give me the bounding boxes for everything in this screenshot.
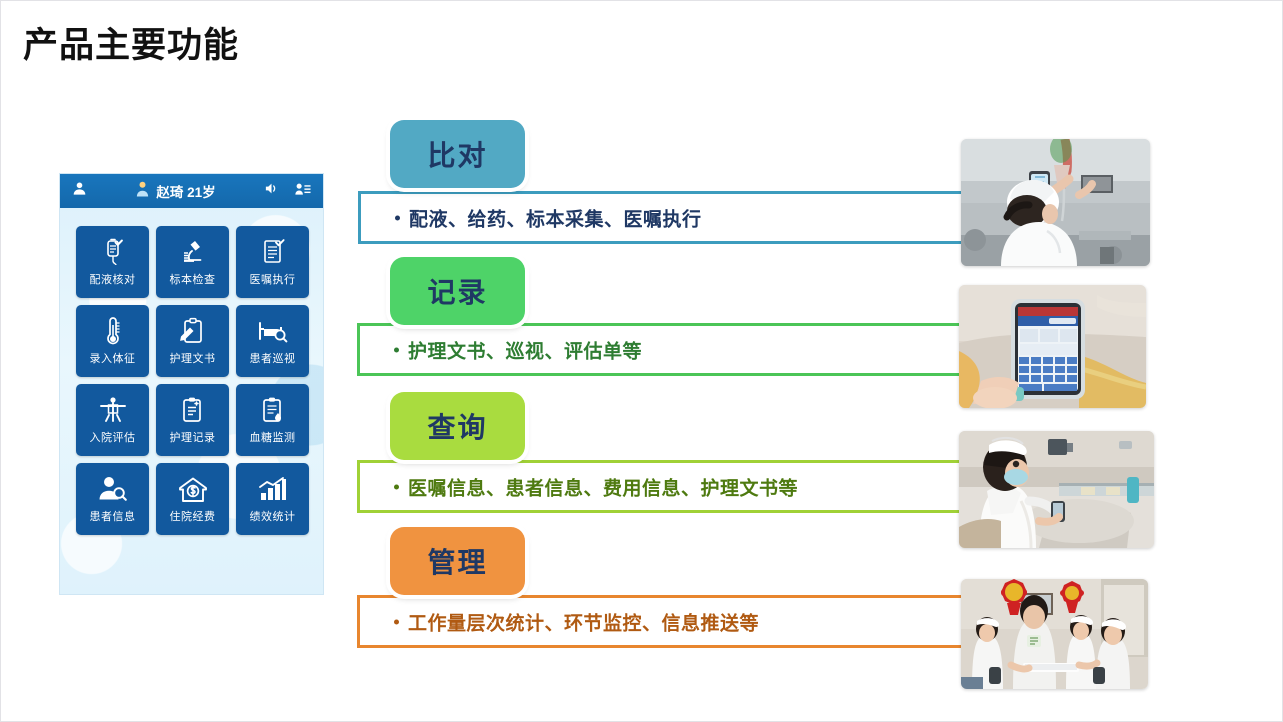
feature-badge-guanli[interactable]: 管理 bbox=[390, 527, 525, 595]
app-tile-label: 录入体征 bbox=[89, 353, 136, 365]
app-tile-yizhuzhixing[interactable]: 医嘱执行 bbox=[236, 226, 309, 298]
feature-text-guanli: 工作量层次统计、环节监控、信息推送等 bbox=[408, 613, 760, 634]
app-tile-label: 标本检查 bbox=[169, 274, 216, 286]
app-tile-label: 绩效统计 bbox=[249, 511, 296, 523]
person-icon[interactable] bbox=[72, 181, 87, 201]
clipboard-drop-icon bbox=[262, 397, 281, 422]
patient-name-age: 赵琦 21岁 bbox=[156, 185, 216, 200]
feature-badge-label: 比对 bbox=[427, 140, 488, 171]
app-tile-zhuyuanjingfei[interactable]: 住院经费 bbox=[156, 463, 229, 535]
app-tile-label: 医嘱执行 bbox=[249, 274, 296, 286]
thermometer-icon bbox=[103, 316, 123, 346]
app-tile-xuetangjiance[interactable]: 血糖监测 bbox=[236, 384, 309, 456]
nurse-scanning-iv-bag-photo bbox=[961, 139, 1150, 266]
feature-badge-label: 管理 bbox=[427, 547, 488, 578]
app-tile-label: 护理记录 bbox=[169, 432, 216, 444]
bullet-icon bbox=[394, 484, 399, 489]
microscope-icon bbox=[179, 237, 207, 267]
app-icon-grid: 配液核对 标本检查 医嘱执行 录入体征 bbox=[76, 226, 309, 535]
phone-header-bar: 赵琦 21岁 bbox=[60, 174, 323, 208]
iv-bag-check-icon bbox=[100, 237, 126, 267]
patient-body-icon bbox=[98, 395, 128, 425]
medical-staff-group-photo bbox=[961, 579, 1148, 689]
handheld-tablet-photo bbox=[959, 285, 1146, 408]
person-search-icon bbox=[98, 474, 128, 504]
feature-bar-bidui: 配液、给药、标本采集、医嘱执行 bbox=[358, 191, 966, 244]
app-tile-label: 患者信息 bbox=[89, 511, 136, 523]
feature-badge-label: 记录 bbox=[427, 277, 488, 308]
document-check-icon bbox=[260, 237, 286, 267]
clipboard-pen-icon bbox=[179, 316, 206, 346]
app-tile-ruyuanpinggu[interactable]: 入院评估 bbox=[76, 384, 149, 456]
feature-bar-chaxun: 医嘱信息、患者信息、费用信息、护理文书等 bbox=[357, 460, 961, 513]
app-tile-hulliwenshu[interactable]: 护理文书 bbox=[156, 305, 229, 377]
app-tile-luruticheng[interactable]: 录入体征 bbox=[76, 305, 149, 377]
speaker-icon[interactable] bbox=[264, 181, 279, 201]
app-tile-label: 护理文书 bbox=[169, 353, 216, 365]
app-tile-label: 血糖监测 bbox=[249, 432, 296, 444]
feature-badge-label: 查询 bbox=[427, 412, 488, 443]
app-tile-peiyehedui[interactable]: 配液核对 bbox=[76, 226, 149, 298]
patient-list-icon[interactable] bbox=[295, 182, 311, 201]
home-money-icon bbox=[178, 474, 208, 504]
feature-badge-chaxun[interactable]: 查询 bbox=[390, 392, 525, 460]
patient-avatar-icon bbox=[135, 181, 150, 202]
feature-text-bidui: 配液、给药、标本采集、医嘱执行 bbox=[409, 209, 702, 230]
feature-text-chaxun: 医嘱信息、患者信息、费用信息、护理文书等 bbox=[408, 478, 799, 499]
bullet-icon bbox=[394, 619, 399, 624]
phone-mockup: 赵琦 21岁 配液核对 标本检查 bbox=[59, 173, 324, 595]
app-tile-huanzhexinxi[interactable]: 患者信息 bbox=[76, 463, 149, 535]
app-tile-biaobenjiancha[interactable]: 标本检查 bbox=[156, 226, 229, 298]
feature-text-jilu: 护理文书、巡视、评估单等 bbox=[408, 341, 643, 362]
app-tile-label: 配液核对 bbox=[89, 274, 136, 286]
app-tile-label: 患者巡视 bbox=[249, 353, 296, 365]
app-tile-huanzhexunshi[interactable]: 患者巡视 bbox=[236, 305, 309, 377]
page-title: 产品主要功能 bbox=[23, 26, 240, 65]
app-tile-jixiaotongji[interactable]: 绩效统计 bbox=[236, 463, 309, 535]
clipboard-list-icon bbox=[181, 395, 205, 425]
bed-search-icon bbox=[258, 316, 288, 346]
feature-badge-bidui[interactable]: 比对 bbox=[390, 120, 525, 188]
app-tile-label: 住院经费 bbox=[169, 511, 216, 523]
app-tile-hullijilu[interactable]: 护理记录 bbox=[156, 384, 229, 456]
bullet-icon bbox=[394, 347, 399, 352]
bullet-icon bbox=[395, 215, 400, 220]
feature-bar-jilu: 护理文书、巡视、评估单等 bbox=[357, 323, 961, 376]
bar-chart-icon bbox=[258, 474, 288, 504]
app-tile-label: 入院评估 bbox=[89, 432, 136, 444]
feature-badge-jilu[interactable]: 记录 bbox=[390, 257, 525, 325]
nurse-bedside-device-photo bbox=[959, 431, 1154, 548]
feature-bar-guanli: 工作量层次统计、环节监控、信息推送等 bbox=[357, 595, 961, 648]
